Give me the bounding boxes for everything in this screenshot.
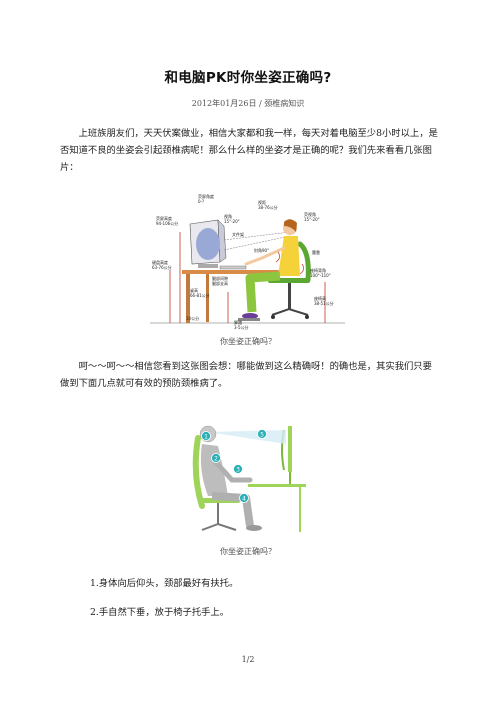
svg-text:5: 5 (260, 432, 264, 439)
svg-text:4: 4 (242, 496, 246, 503)
seated-posture-figure: 1 2 3 4 5 (188, 414, 310, 536)
label-thigh-clearance: 腿部间隙腿部支高 (212, 276, 228, 286)
marker-3: 3 (233, 464, 243, 474)
svg-text:2: 2 (214, 456, 218, 463)
article-meta: 2012年01月26日 / 颈椎病知识 (191, 99, 305, 108)
svg-text:1: 1 (204, 434, 208, 441)
marker-2: 2 (211, 453, 221, 463)
label-backrest: 腰靠 (312, 250, 320, 255)
figure-caption-2: 你坐姿正确吗？ (220, 547, 276, 556)
marker-1: 1 (201, 431, 211, 441)
page-number: 1/2 (241, 655, 255, 664)
marker-5: 5 (257, 429, 267, 439)
page-title: 和电脑PK时你坐姿正确吗? (164, 70, 332, 86)
marker-4: 4 (239, 493, 249, 503)
label-elbow-angle: 肘角90° (254, 248, 270, 253)
label-floor-gap: 10公分 (186, 316, 200, 321)
figure-caption-1: 你坐姿正确吗？ (220, 337, 276, 346)
ergonomic-diagram-svg (150, 219, 345, 324)
posture-diagram-svg: 1 2 3 4 5 (192, 425, 306, 532)
intro-paragraph: 上班族朋友们，天天伏案做业，相信大家都和我一样，每天对着电脑至少8小时以上，是否… (60, 128, 438, 173)
svg-text:3: 3 (236, 467, 240, 474)
list-item: 1.身体向后仰头，颈部最好有扶托。 (90, 578, 239, 589)
second-paragraph: 呵～～呵～～相信您看到这张图会想：哪能做到这么精确呀！的确也是，其实我们只要做到… (60, 361, 432, 389)
list-item: 2.手自然下垂，放于椅子托手上。 (90, 607, 230, 618)
label-document-holder: 文件架 (232, 232, 244, 237)
